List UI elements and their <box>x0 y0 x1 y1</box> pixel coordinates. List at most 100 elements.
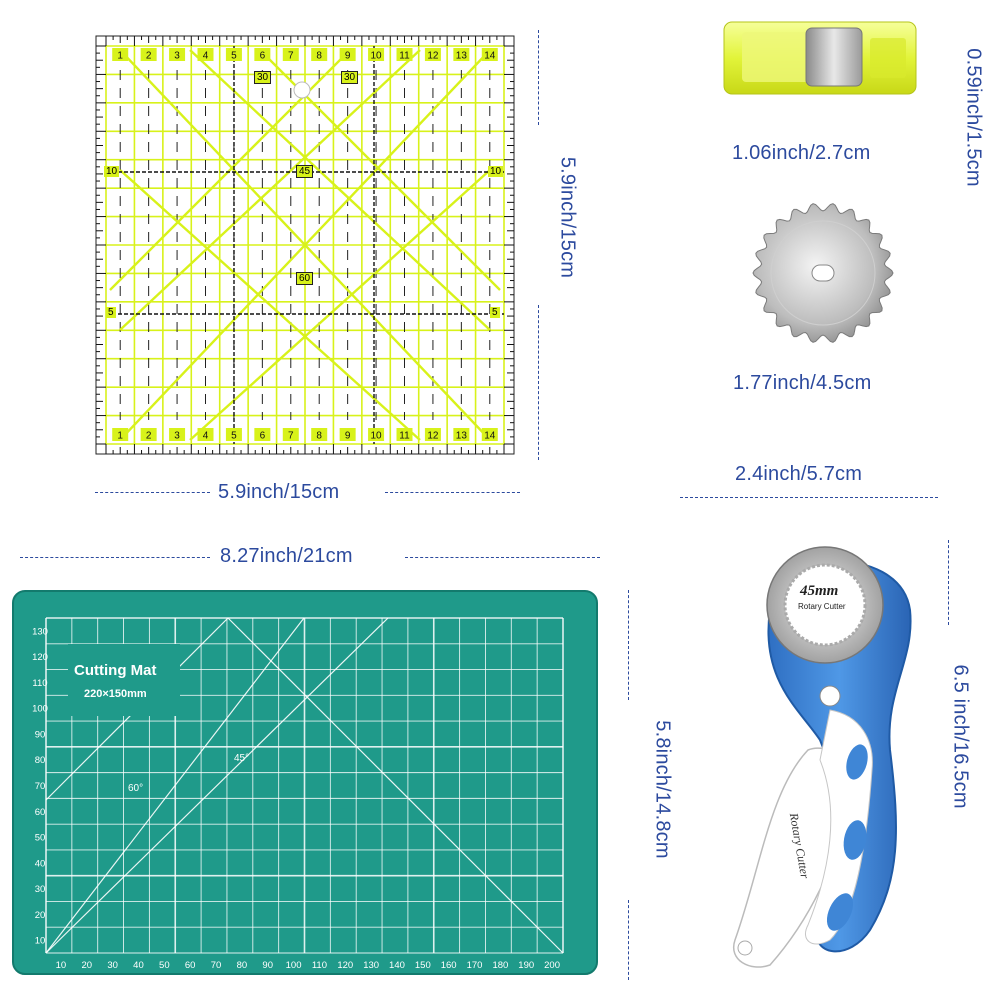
mat-x-label: 170 <box>467 960 483 971</box>
ruler-number-bg-bottom <box>368 428 385 441</box>
mat-size: 220×150mm <box>84 688 147 700</box>
ruler-number-bg-top <box>197 48 214 61</box>
mat-x-label: 190 <box>518 960 534 971</box>
ruler-number-bottom: 7 <box>288 431 294 442</box>
mat-width-label: 8.27inch/21cm <box>220 545 353 567</box>
mat-y-label: 100 <box>32 704 48 715</box>
mat-y-label: 110 <box>32 678 47 689</box>
mat-x-label: 90 <box>262 960 273 971</box>
ruler-width-dash-left <box>95 492 210 493</box>
ruler-number-top: 4 <box>203 51 209 62</box>
ruler-number-top: 7 <box>288 51 294 62</box>
mat-angle-45: 45° <box>234 753 250 764</box>
blade-graphic <box>752 203 894 343</box>
ruler-side-label-5-right: 5 <box>490 307 500 318</box>
ruler-number-bottom: 14 <box>484 431 496 442</box>
ruler-number-bg-top <box>140 48 157 61</box>
mat-x-label: 120 <box>337 960 353 971</box>
ruler-number-bottom: 12 <box>427 431 439 442</box>
ruler-number-bg-top <box>481 48 498 61</box>
ruler-number-top: 9 <box>345 51 351 62</box>
ruler-number-bottom: 11 <box>399 431 410 442</box>
ruler-height-label: 5.9inch/15cm <box>556 156 579 279</box>
ruler-angle-label-60: 60 <box>296 272 314 285</box>
mat-x-label: 130 <box>363 960 379 971</box>
ruler-number-bg-bottom <box>339 428 356 441</box>
ruler-side-label-10-right: 10 <box>488 166 504 177</box>
mat-x-label: 80 <box>237 960 248 971</box>
mat-y-label: 60 <box>35 807 46 818</box>
ruler-number-bg-top <box>453 48 470 61</box>
ruler-number-top: 2 <box>146 51 152 62</box>
mat-y-label: 80 <box>35 755 46 766</box>
mat-x-label: 20 <box>81 960 92 971</box>
ruler-number-bg-bottom <box>424 428 441 441</box>
ruler-number-bottom: 4 <box>203 431 209 442</box>
mat-height-dash-top <box>628 590 629 700</box>
ruler-angle-label-30-left: 30 <box>254 71 272 84</box>
ruler-number-bottom: 1 <box>117 431 123 442</box>
ruler-number-bottom: 9 <box>345 431 351 442</box>
ruler-height-dash-bottom <box>538 305 539 460</box>
ruler-number-top: 10 <box>371 51 383 62</box>
cutter-graphic <box>732 546 912 968</box>
ruler-number-bg-top <box>396 48 413 61</box>
ruler-number-bottom: 13 <box>456 431 468 442</box>
ruler-number-top: 5 <box>231 51 237 62</box>
mat-x-label: 160 <box>441 960 457 971</box>
cutter-width-label: 2.4inch/5.7cm <box>735 463 863 485</box>
mat-height-dash-bottom <box>628 900 629 980</box>
ruler-number-top: 13 <box>456 51 468 62</box>
mat-x-label: 40 <box>133 960 144 971</box>
ruler-number-bg-top <box>311 48 328 61</box>
blade-label: 1.77inch/4.5cm <box>733 372 872 394</box>
cutter-width-dash <box>680 497 938 498</box>
mat-x-label: 200 <box>544 960 560 971</box>
ruler-number-bottom: 8 <box>316 431 322 442</box>
ruler-number-bg-bottom <box>225 428 242 441</box>
ruler-number-bg-bottom <box>282 428 299 441</box>
mat-y-label: 50 <box>35 833 46 844</box>
ruler-angle-label-45: 45 <box>296 165 314 178</box>
mat-x-label: 150 <box>415 960 431 971</box>
ruler-number-bg-top <box>368 48 385 61</box>
mat-y-label: 40 <box>35 858 46 869</box>
clip-width-label: 1.06inch/2.7cm <box>732 142 871 164</box>
ruler-number-bg-top <box>254 48 271 61</box>
mat-x-label: 50 <box>159 960 170 971</box>
mat-x-label: 100 <box>286 960 302 971</box>
mat-y-label: 30 <box>35 884 46 895</box>
ruler-number-bg-top <box>282 48 299 61</box>
mat-angle-60: 60° <box>128 783 144 794</box>
ruler-number-bg-top <box>169 48 186 61</box>
ruler-number-bg-bottom <box>481 428 498 441</box>
ruler-number-bottom: 2 <box>146 431 152 442</box>
ruler-height-dash-top <box>538 30 539 125</box>
mat-x-label: 70 <box>211 960 222 971</box>
ruler-number-top: 6 <box>260 51 266 62</box>
cutter-blade-label: 45mm <box>800 583 839 599</box>
mat-y-label: 120 <box>32 652 48 663</box>
ruler-number-bottom: 3 <box>174 431 180 442</box>
mat-y-label: 10 <box>35 936 46 947</box>
ruler-side-label-5-left: 5 <box>106 307 116 318</box>
ruler-number-top: 1 <box>117 51 123 62</box>
ruler-number-top: 8 <box>316 51 322 62</box>
ruler-number-bg-bottom <box>112 428 129 441</box>
mat-y-label: 90 <box>35 729 46 740</box>
pinking-blade <box>752 202 894 344</box>
ruler-side-label-10-left: 10 <box>104 166 120 177</box>
ruler-number-top: 12 <box>427 51 439 62</box>
ruler-number-top: 3 <box>174 51 180 62</box>
mat-x-label: 30 <box>107 960 118 971</box>
ruler-angle-label-30-right: 30 <box>341 71 359 84</box>
ruler-number-bg-bottom <box>396 428 413 441</box>
ruler-number-bg-top <box>225 48 242 61</box>
ruler-width-label: 5.9inch/15cm <box>218 481 340 503</box>
mat-x-label: 110 <box>312 960 327 971</box>
mat-title: Cutting Mat <box>74 662 157 679</box>
